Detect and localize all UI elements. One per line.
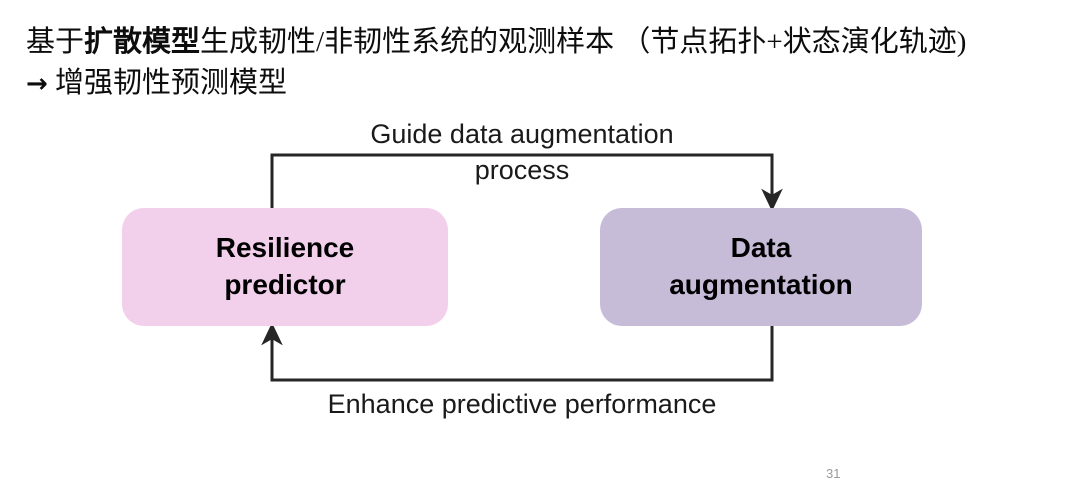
- title-line1-prefix: 基于: [26, 26, 85, 58]
- node-data-augmentation-label: Data augmentation: [669, 232, 853, 300]
- page-number: 31: [826, 466, 841, 481]
- node-resilience-predictor-label: Resilience predictor: [215, 232, 355, 300]
- edge-enhance-path: [261, 322, 774, 382]
- node-resilience-predictor[interactable]: Resilience predictor: [122, 208, 448, 326]
- right-arrow-icon: →: [26, 69, 48, 100]
- title-line1-suffix: 生成韧性/非韧性系统的观测样本 （节点拓扑+状态演化轨迹): [200, 26, 967, 58]
- title-line2-text: 增强韧性预测模型: [47, 67, 288, 100]
- title-line1-bold: 扩散模型: [84, 26, 201, 58]
- node-data-augmentation[interactable]: Data augmentation: [600, 208, 922, 326]
- edge-label-guide: Guide data augmentation process: [370, 119, 674, 185]
- page-title: 基于扩散模型生成韧性/非韧性系统的观测样本 （节点拓扑+状态演化轨迹) → 增强韧…: [26, 22, 1066, 104]
- edge-label-enhance: Enhance predictive performance: [327, 389, 717, 419]
